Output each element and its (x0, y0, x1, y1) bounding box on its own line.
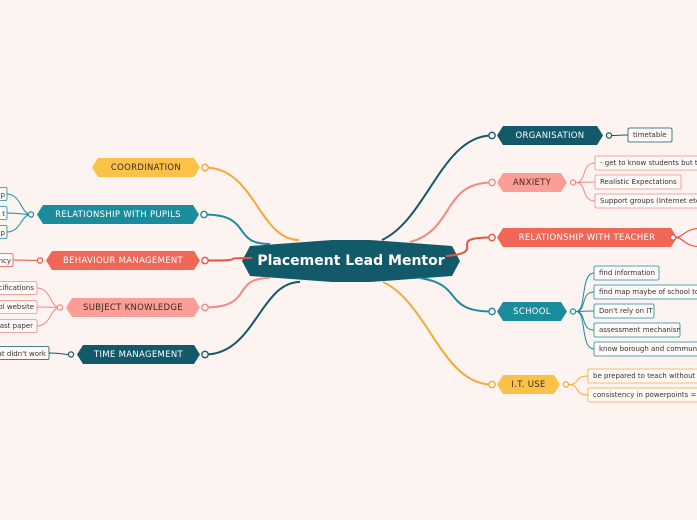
leaf-link-right-4-1 (568, 384, 589, 396)
leaf-box-left-1-2 (0, 225, 8, 239)
leaf-box-right-0-0 (627, 127, 673, 143)
branch-shape-left-0 (92, 158, 200, 177)
leaf-box-right-3-1 (593, 284, 697, 300)
leaf-box-right-3-0 (593, 265, 660, 281)
leaf-dot-right-4 (562, 381, 570, 388)
leaf-link-left-3-1 (36, 306, 61, 308)
branch-shape-left-2 (46, 251, 200, 270)
leaf-dot-left-2 (36, 257, 44, 264)
branch-shape-right-3 (497, 302, 567, 321)
branch-shape-left-4 (77, 345, 200, 364)
leaf-link-left-4-0 (48, 352, 72, 355)
branch-dot-right-3 (488, 307, 496, 316)
branch-shape-right-0 (497, 126, 603, 145)
leaf-link-right-1-2 (575, 182, 596, 202)
connector-right-3 (419, 277, 493, 313)
branch-dot-right-0 (488, 131, 496, 140)
leaf-dot-teacher (669, 234, 677, 241)
leaf-box-right-1-1 (594, 174, 682, 190)
branch-dot-right-4 (488, 380, 496, 389)
leaf-link-right-4-0 (568, 375, 589, 385)
connector-2 (204, 257, 253, 262)
leaf-link-right-3-1 (575, 291, 595, 312)
leaf-link-left-2-0 (12, 259, 41, 261)
connector-0 (204, 166, 300, 241)
leaf-dot-left-4 (67, 351, 75, 358)
branch-shape-right-4 (497, 375, 560, 394)
leaf-link-right-1-1 (575, 181, 596, 183)
leaf-dot-left-1 (27, 211, 35, 218)
leaf-box-left-3-1 (0, 300, 38, 314)
leaf-box-left-2-0 (0, 253, 14, 267)
leaf-box-left-4-0 (0, 346, 50, 360)
branch-dot-left-0 (201, 163, 209, 172)
branch-dot-right-1 (488, 178, 496, 187)
leaf-box-right-3-2 (593, 303, 655, 319)
leaf-box-right-4-0 (587, 368, 697, 384)
leaf-link-right-1-0 (575, 162, 596, 183)
leaf-link-right-3-2 (575, 310, 595, 312)
leaf-link-teacher-2 (675, 236, 697, 247)
connector-right-0 (381, 134, 493, 241)
connector-1 (203, 213, 271, 245)
connector-right-1 (409, 181, 493, 243)
branch-dot-left-1 (200, 210, 208, 219)
branch-dot-right-2 (488, 233, 496, 242)
leaf-box-left-3-0 (0, 281, 38, 295)
branch-dot-left-3 (201, 303, 209, 312)
leaf-dot-left-3 (56, 304, 64, 311)
leaf-link-left-3-0 (36, 287, 61, 308)
leaf-box-right-3-4 (593, 341, 697, 357)
connector-right-4 (382, 281, 493, 386)
branch-shape-right-2 (497, 228, 677, 247)
leaf-link-right-3-3 (575, 311, 595, 331)
leaf-link-right-0-0 (611, 134, 629, 136)
branch-dot-left-4 (201, 350, 209, 359)
branch-shape-left-1 (37, 205, 199, 224)
leaf-dot-right-0 (605, 132, 613, 139)
leaf-link-left-3-2 (36, 307, 61, 327)
leaf-link-left-1-0 (6, 193, 32, 215)
branch-shape-right-1 (497, 173, 567, 192)
connector-4 (204, 281, 301, 356)
central-node-shape (242, 240, 460, 282)
leaf-dot-right-1 (569, 179, 577, 186)
leaf-box-left-3-2 (0, 319, 38, 333)
leaf-link-teacher-1 (675, 228, 697, 239)
leaf-link-right-3-4 (575, 311, 595, 350)
leaf-link-right-3-0 (575, 272, 595, 312)
leaf-box-right-1-2 (594, 193, 697, 209)
leaf-box-right-3-3 (593, 322, 681, 338)
leaf-box-right-4-1 (587, 387, 697, 403)
leaf-box-right-1-0 (594, 155, 697, 171)
connector-right-2 (445, 236, 493, 257)
leaf-dot-right-3 (569, 308, 577, 315)
leaf-box-left-1-0 (0, 187, 8, 201)
leaf-box-left-1-1 (0, 206, 8, 220)
leaf-link-left-1-2 (6, 214, 32, 233)
branch-dot-left-2 (201, 256, 209, 265)
branch-shape-left-3 (66, 298, 200, 317)
connector-3 (204, 277, 271, 309)
